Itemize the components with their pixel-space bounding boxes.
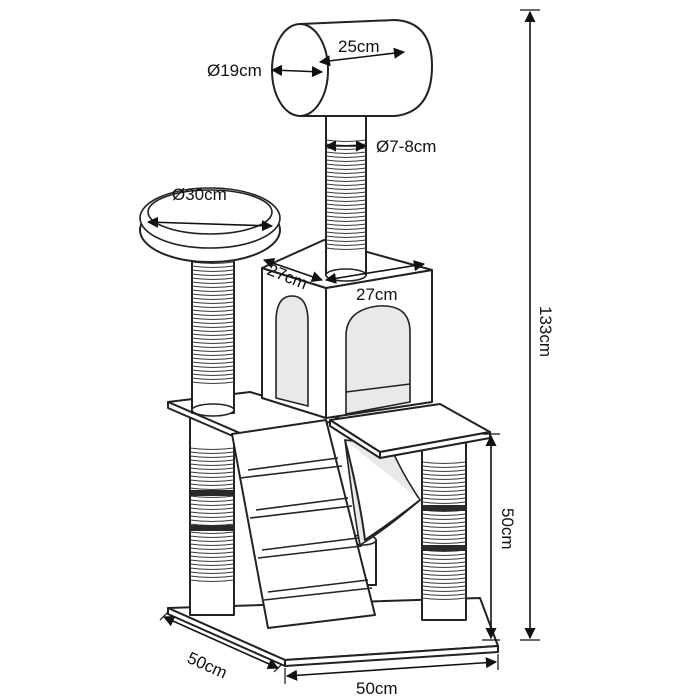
- right-platform: [329, 403, 491, 459]
- tunnel-diameter-label: Ø19cm: [207, 61, 262, 80]
- base-width-label: 50cm: [356, 679, 398, 698]
- platform-height-label: 50cm: [498, 508, 517, 550]
- base-depth-label: 50cm: [184, 648, 230, 682]
- dimension-lines: [146, 9, 540, 684]
- right-lower-post: [421, 439, 467, 621]
- central-upper-post: [325, 111, 367, 282]
- hammock: [344, 439, 422, 547]
- tunnel-length-label: 25cm: [338, 37, 380, 56]
- tunnel: [271, 19, 433, 117]
- total-height-label: 133cm: [536, 306, 555, 357]
- bed-diameter-label: Ø30cm: [172, 185, 227, 204]
- post-diameter-label: Ø7-8cm: [376, 137, 436, 156]
- house-width-label: 27cm: [356, 285, 398, 304]
- left-lower-post: [189, 409, 235, 616]
- ladder-ramp: [231, 419, 376, 629]
- bed-post: [191, 247, 235, 417]
